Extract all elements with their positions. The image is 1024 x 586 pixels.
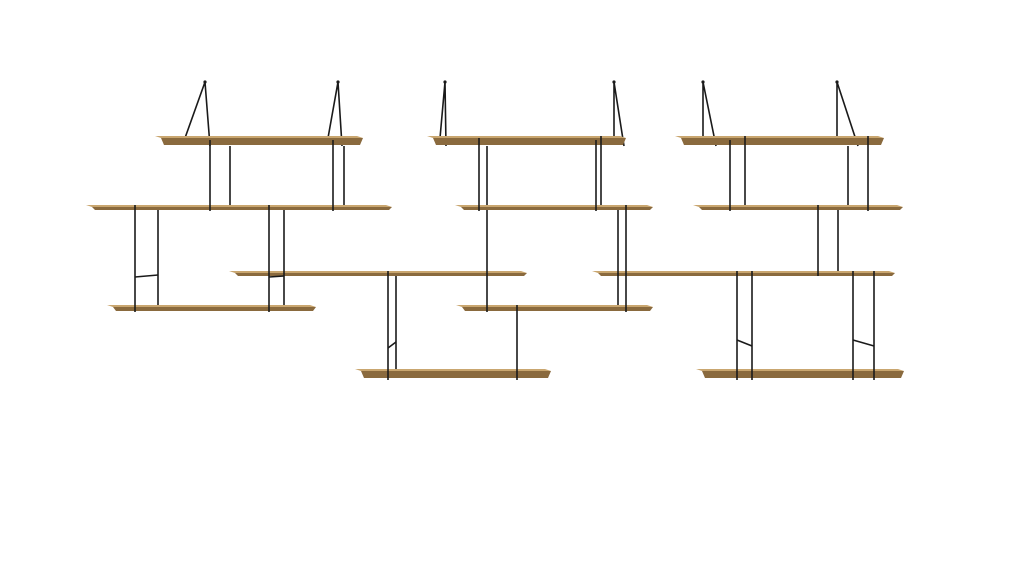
shelf [693, 205, 903, 210]
shelf-front [235, 273, 527, 276]
shelves [86, 136, 904, 378]
shelf-front [361, 371, 551, 378]
shelf [107, 305, 316, 311]
shelf-front [598, 273, 895, 276]
shelf [592, 271, 895, 276]
shelf-top [592, 271, 895, 273]
shelf-top [155, 136, 363, 138]
cross-brace [134, 274, 159, 278]
shelf-top [427, 136, 626, 138]
shelf [355, 369, 551, 378]
shelf [456, 305, 653, 311]
hanging-wires [184, 80, 859, 147]
cross-brace [387, 341, 397, 349]
cross-brace [736, 339, 753, 347]
shelf-front [699, 207, 903, 210]
hanging-wire [613, 81, 625, 147]
shelf-top [229, 271, 527, 273]
shelf-top [86, 205, 392, 207]
shelf-top [455, 205, 653, 207]
shelf-top [696, 369, 904, 371]
shelf [155, 136, 363, 145]
shelf-front [92, 207, 392, 210]
shelf-top [693, 205, 903, 207]
hanging-wire [702, 81, 717, 147]
hanging-wire [184, 81, 211, 147]
shelf-front [461, 207, 653, 210]
shelf-front [433, 138, 626, 145]
cross-brace [852, 339, 875, 347]
shelf-top [107, 305, 316, 307]
cross-brace [268, 275, 285, 278]
shelf [696, 369, 904, 378]
hanging-wire [836, 81, 859, 147]
shelf-top [355, 369, 551, 371]
shelf-front [113, 307, 316, 311]
front-wires [134, 136, 875, 380]
shelf [229, 271, 527, 276]
shelf [86, 205, 392, 210]
shelf-top [675, 136, 884, 138]
shelf [427, 136, 626, 145]
shelf-front [681, 138, 884, 145]
shelf-front [462, 307, 653, 311]
shelf [675, 136, 884, 145]
shelf [455, 205, 653, 210]
hanging-wire [439, 81, 447, 147]
shelf-front [161, 138, 363, 145]
shelf-top [456, 305, 653, 307]
hanging-wire [327, 81, 343, 147]
